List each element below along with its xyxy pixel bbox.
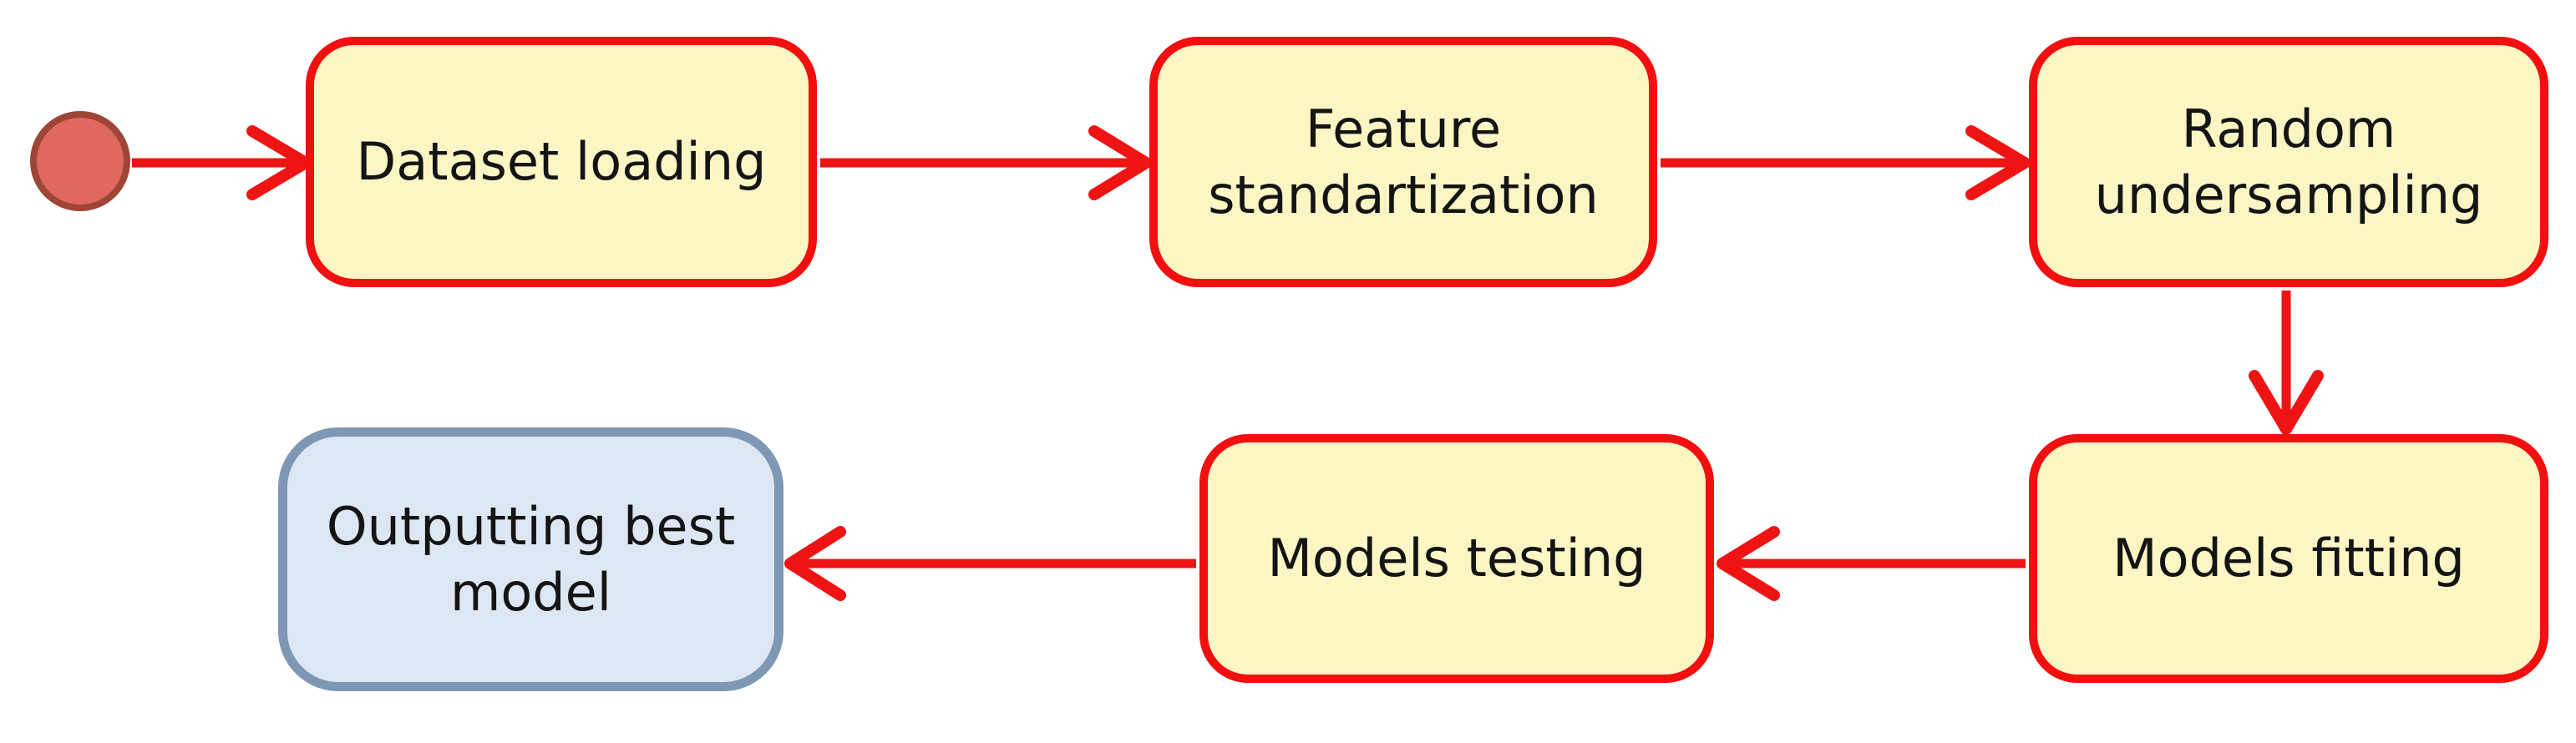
node-label: Models fitting — [2112, 528, 2465, 589]
node-label-line2: model — [449, 562, 612, 623]
node-label-line2: undersampling — [2094, 164, 2483, 225]
node-models-fitting: Models fitting — [2029, 434, 2548, 683]
node-label-line2: standartization — [1208, 164, 1599, 225]
node-models-testing: Models testing — [1199, 434, 1714, 683]
edge-models-testing-to-outputting-best-model-arrow — [784, 526, 1196, 601]
edge-feature-standartization-to-random-undersampling-arrow — [1661, 125, 2031, 200]
edge-random-undersampling-to-models-fitting-arrow — [2249, 291, 2324, 435]
node-feature-standartization: Feature standartization — [1149, 37, 1657, 287]
edge-start-to-dataset-loading-arrow — [132, 125, 312, 200]
node-label-line1: Feature — [1305, 98, 1502, 159]
start-node-circle — [30, 111, 130, 211]
node-label-line1: Outputting best — [326, 495, 736, 557]
node-label: Dataset loading — [356, 131, 767, 193]
node-outputting-best-model: Outputting best model — [278, 427, 783, 691]
edge-models-fitting-to-models-testing-arrow — [1716, 526, 2026, 601]
node-random-undersampling: Random undersampling — [2029, 37, 2548, 287]
node-label: Models testing — [1267, 528, 1646, 589]
edge-dataset-loading-to-feature-standartization-arrow — [820, 125, 1152, 200]
node-dataset-loading: Dataset loading — [306, 37, 817, 287]
node-label-line1: Random — [2181, 98, 2396, 159]
